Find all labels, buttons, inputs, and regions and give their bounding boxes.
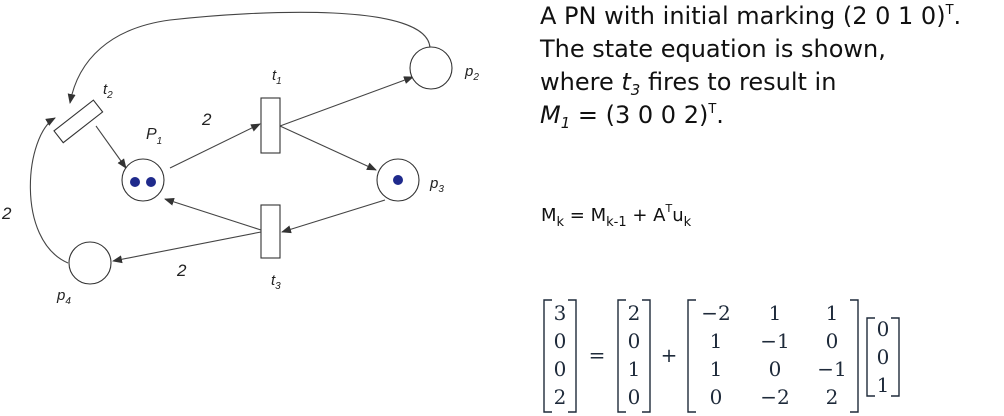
u-2: 1 [877, 373, 890, 397]
at-2-0: 1 [710, 357, 723, 381]
token-p1-b [146, 177, 156, 187]
plus-sign: + [661, 343, 678, 367]
lhs-2: 0 [554, 357, 567, 381]
token-p1-a [130, 177, 140, 187]
transition-t1 [260, 97, 281, 154]
at-3-2: 2 [826, 385, 839, 409]
arc-p3-t3 [281, 199, 386, 234]
description-text: A PN with initial marking (2 0 1 0)T. Th… [540, 0, 1000, 132]
place-p1 [121, 158, 165, 202]
arc-p2-t2 [67, 11, 431, 104]
at-1-0: 1 [710, 329, 723, 353]
lhs-1: 0 [554, 329, 567, 353]
at-1-2: 0 [826, 329, 839, 353]
weight-p4-t2: 2 [1, 204, 12, 223]
place-p4 [68, 241, 112, 285]
description-line-1: A PN with initial marking (2 0 1 0)T. [540, 2, 962, 30]
label-t2: t2 [103, 81, 113, 101]
lhs-0: 3 [554, 301, 567, 325]
label-p4: p4 [56, 287, 71, 307]
label-p3: p3 [429, 175, 444, 195]
matrix-equation: 3 0 0 2 = 2 0 1 0 + −2 1 1 1 −1 0 1 0 −1… [543, 299, 900, 413]
at-3-1: −2 [760, 385, 789, 409]
arc-p1-t1 [169, 123, 261, 169]
equals-sign: = [589, 343, 606, 367]
lhs-3: 2 [554, 385, 567, 409]
arc-t3-p1 [164, 197, 262, 231]
transition-t3 [260, 204, 281, 259]
m0-0: 2 [628, 301, 641, 325]
label-p1: P1 [146, 126, 162, 147]
at-2-1: 0 [769, 357, 782, 381]
at-1-1: −1 [760, 329, 789, 353]
m0-3: 0 [628, 385, 641, 409]
at-2-2: −1 [817, 357, 846, 381]
arc-t1-p3 [279, 125, 377, 171]
petri-net-diagram: t2 t1 t3 P1 p2 p3 p4 2 2 2 [1, 11, 479, 307]
arc-t2-p1 [95, 125, 127, 169]
label-t1: t1 [272, 67, 282, 87]
at-0-2: 1 [826, 301, 839, 325]
u-0: 0 [877, 317, 890, 341]
transition-t2 [53, 99, 104, 144]
weight-p1-t1: 2 [201, 110, 212, 129]
state-equation: Mk = Mk-1 + ATuk [541, 202, 692, 230]
description-line-3: where t3 fires to result in [540, 68, 837, 99]
label-t3: t3 [271, 272, 281, 292]
m0-1: 0 [628, 329, 641, 353]
weight-t3-p4: 2 [176, 261, 187, 280]
token-p3 [393, 175, 403, 185]
arc-t3-p4 [112, 231, 262, 264]
at-0-1: 1 [769, 301, 782, 325]
u-1: 0 [877, 345, 890, 369]
at-0-0: −2 [701, 301, 730, 325]
m0-2: 1 [628, 357, 641, 381]
description-line-4: M1 = (3 0 0 2)T. [540, 101, 724, 132]
arc-p4-t2 [29, 117, 69, 264]
arc-t1-p2 [279, 76, 414, 127]
description-line-2: The state equation is shown, [540, 35, 886, 63]
at-3-0: 0 [710, 385, 723, 409]
label-p2: p2 [464, 63, 479, 83]
place-p2 [409, 46, 453, 90]
